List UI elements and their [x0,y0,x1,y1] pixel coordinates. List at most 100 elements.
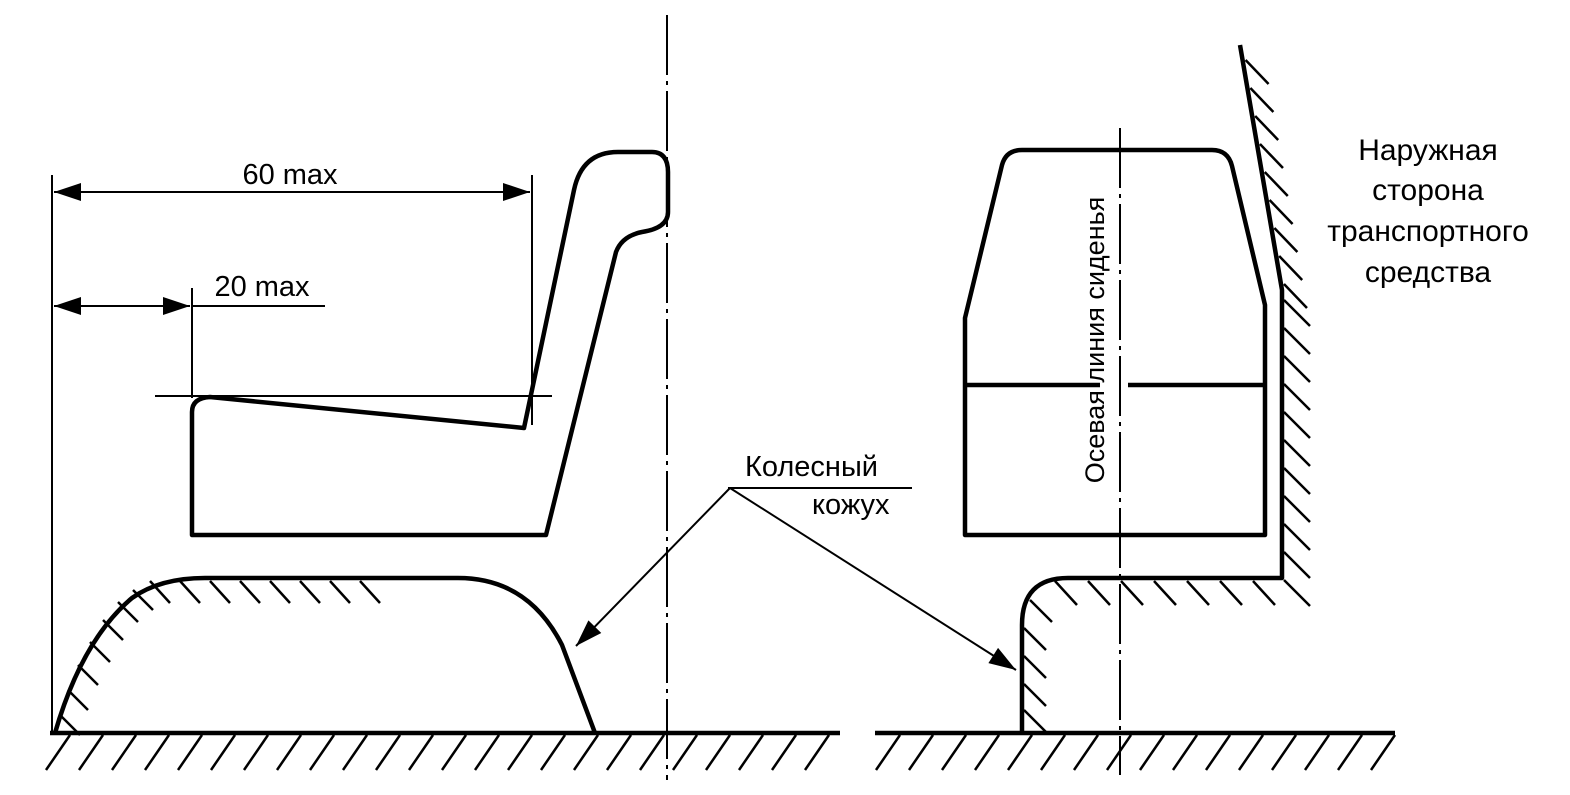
hatch-line [1138,734,1166,771]
hatch-line [1252,580,1276,606]
hatch-line [907,734,935,771]
hatch-line [1237,734,1265,771]
hatch-line [1244,59,1270,85]
hatch-line [1303,734,1331,771]
hatch-line [1254,115,1280,141]
hatch-line [44,734,72,771]
hatch-line [1171,734,1199,771]
wall-and-housing-hatching [1023,59,1311,733]
leader-arrow-front [729,487,1017,671]
hatch-line [1283,383,1311,411]
hatch-line [1259,143,1284,169]
hatch-line [1186,580,1210,606]
hatch-line [275,734,303,771]
hatch-line [239,580,261,604]
hatch-line [1369,734,1397,771]
hatch-line [671,734,699,771]
hatch-line [572,734,600,771]
hatch-line [1283,355,1311,383]
hatch-line [1283,467,1311,495]
hatch-line [242,734,270,771]
hatch-line [149,580,171,604]
hatch-line [1270,734,1298,771]
leader-arrow-side [575,487,731,647]
hatch-line [1263,171,1289,197]
hatch-line [1283,551,1311,579]
hatch-line [1249,87,1275,113]
hatch-line [605,734,633,771]
hatch-line [1023,709,1047,733]
exterior-label-line3: транспортного [1327,215,1529,248]
wheel-housing-side [52,575,598,734]
hatch-line [1219,580,1243,606]
hatch-line [973,734,1001,771]
hatch-line [506,734,534,771]
hatch-line [1006,734,1034,771]
hatch-line [1023,655,1047,679]
hatch-line [143,734,171,771]
hatch-line [638,734,666,771]
hatch-line [1023,627,1047,651]
hatch-line [209,580,231,604]
hatch-line [473,734,501,771]
hatch-line [874,734,902,771]
hatch-line [132,589,154,611]
hatch-line [440,734,468,771]
hatch-line [1283,523,1311,551]
hatch-line [1283,327,1311,355]
hatch-line [1204,734,1232,771]
hatch-line [1039,734,1067,771]
hatch-line [179,580,201,604]
hatch-line [102,619,124,641]
hatch-line [110,734,138,771]
hatch-line [341,734,369,771]
vehicle-exterior-label: Наружная сторона транспортного средства [1327,134,1529,289]
hatch-line [1029,599,1053,623]
wheel-housing-side-hatching [59,580,381,736]
hatch-line [1273,227,1299,253]
hatch-line [374,734,402,771]
dimension-60-label: 60 max [242,159,338,191]
hatch-line [1105,734,1133,771]
hatch-line [803,734,831,771]
dimension-20-label: 20 max [214,271,310,303]
hatch-line [1283,495,1311,523]
hatch-line [77,664,99,686]
exterior-label-line4: средства [1365,256,1492,289]
hatch-line [1268,199,1294,225]
hatch-line [117,601,139,623]
floor-front-hatching [874,734,1397,771]
hatch-line [1120,580,1144,606]
hatch-line [269,580,291,604]
hatch-line [539,734,567,771]
hatch-line [1153,580,1177,606]
hatch-line [1283,283,1308,309]
hatch-line [1336,734,1364,771]
seat-centerline-label: Осевая линия сиденья [1080,197,1110,484]
hatch-line [737,734,765,771]
hatch-line [770,734,798,771]
hatch-line [329,580,351,604]
wheel-housing-label-line2: кожух [812,489,890,521]
hatch-line [359,580,381,604]
hatch-line [1087,580,1111,606]
front-view: Осевая линия сиденья Наружная сторона тр… [874,44,1529,775]
hatch-line [209,734,237,771]
floor-side-hatching [44,734,831,771]
hatch-line [176,734,204,771]
hatch-line [1283,299,1311,327]
hatch-line [704,734,732,771]
hatch-line [1283,411,1311,439]
hatch-line [407,734,435,771]
hatch-line [1054,580,1078,606]
hatch-line [1283,439,1311,467]
side-view: 60 max 20 max [44,15,840,780]
hatch-line [299,580,321,604]
hatch-line [1283,579,1311,607]
hatch-line [940,734,968,771]
vehicle-wall-and-housing [1019,44,1285,733]
hatch-line [1072,734,1100,771]
exterior-label-line1: Наружная [1358,134,1498,167]
hatch-line [1023,683,1047,707]
